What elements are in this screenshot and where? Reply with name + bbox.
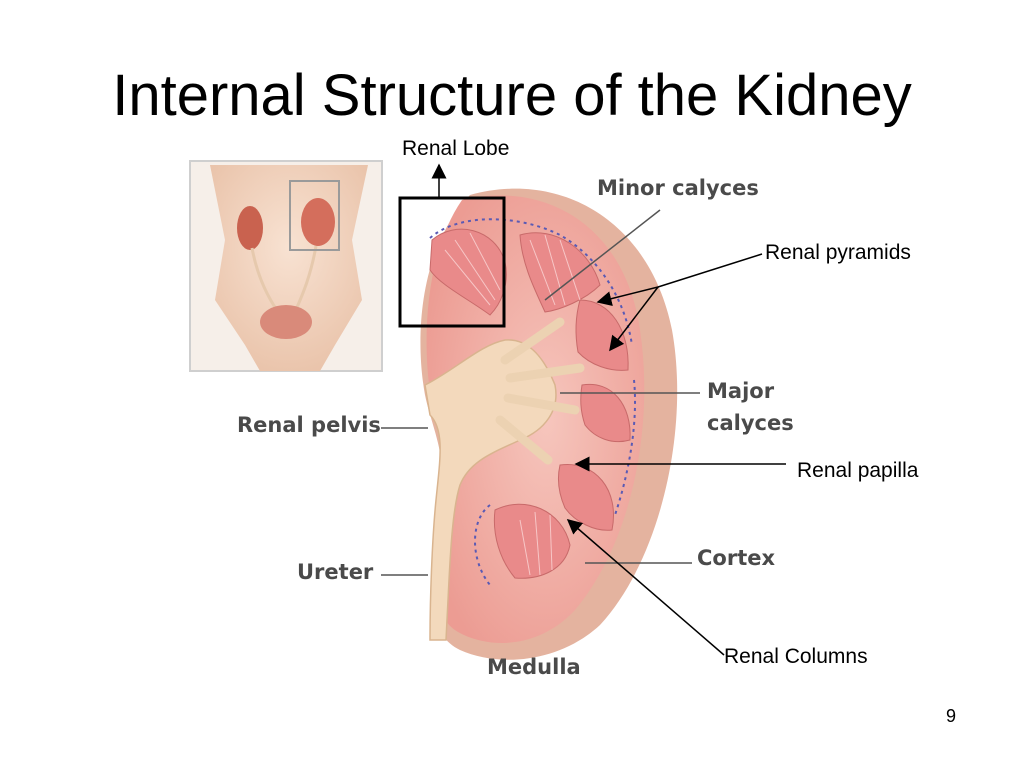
inset-highlight-box bbox=[289, 180, 340, 251]
renal-columns-arrow bbox=[566, 519, 725, 656]
minor-calyces-line bbox=[544, 209, 661, 301]
medulla-label: Medulla bbox=[487, 655, 581, 679]
renal-lobe-label: Renal Lobe bbox=[402, 137, 510, 160]
pyramid bbox=[493, 503, 571, 579]
kidney-cross-section bbox=[420, 188, 678, 660]
inset-right-kidney bbox=[301, 198, 335, 246]
pyramid bbox=[519, 232, 601, 313]
ureter-label: Ureter bbox=[297, 560, 374, 584]
renal-pyramids-arrow-2 bbox=[609, 286, 659, 352]
major-calyces bbox=[495, 317, 585, 465]
minor-calyces-label: Minor calyces bbox=[597, 176, 759, 200]
inset-bladder bbox=[260, 305, 312, 339]
pyramid-striations bbox=[444, 232, 581, 576]
major-calyces-label-line2: calyces bbox=[707, 411, 794, 435]
inset-left-kidney bbox=[237, 206, 263, 250]
cortex-label: Cortex bbox=[697, 546, 776, 570]
annotation-arrows bbox=[566, 253, 786, 656]
renal-papilla-label: Renal papilla bbox=[797, 459, 919, 482]
slide-title: Internal Structure of the Kidney bbox=[112, 63, 912, 128]
renal-pelvis-label: Renal pelvis bbox=[237, 413, 381, 437]
renal-columns-label: Renal Columns bbox=[724, 645, 868, 668]
renal-pyramids-label: Renal pyramids bbox=[765, 241, 911, 264]
major-calyces-label-line1: Major bbox=[707, 379, 775, 403]
renal-pelvis bbox=[424, 339, 557, 641]
page-number: 9 bbox=[946, 706, 957, 726]
image-leader-lines bbox=[381, 209, 700, 576]
pyramid bbox=[575, 299, 629, 371]
renal-lobe-box bbox=[398, 196, 506, 328]
pyramid bbox=[580, 383, 631, 443]
body-inset bbox=[189, 160, 383, 372]
renal-pyramids bbox=[429, 228, 631, 579]
arcuate-vessels bbox=[429, 218, 637, 586]
pyramid bbox=[557, 463, 614, 531]
